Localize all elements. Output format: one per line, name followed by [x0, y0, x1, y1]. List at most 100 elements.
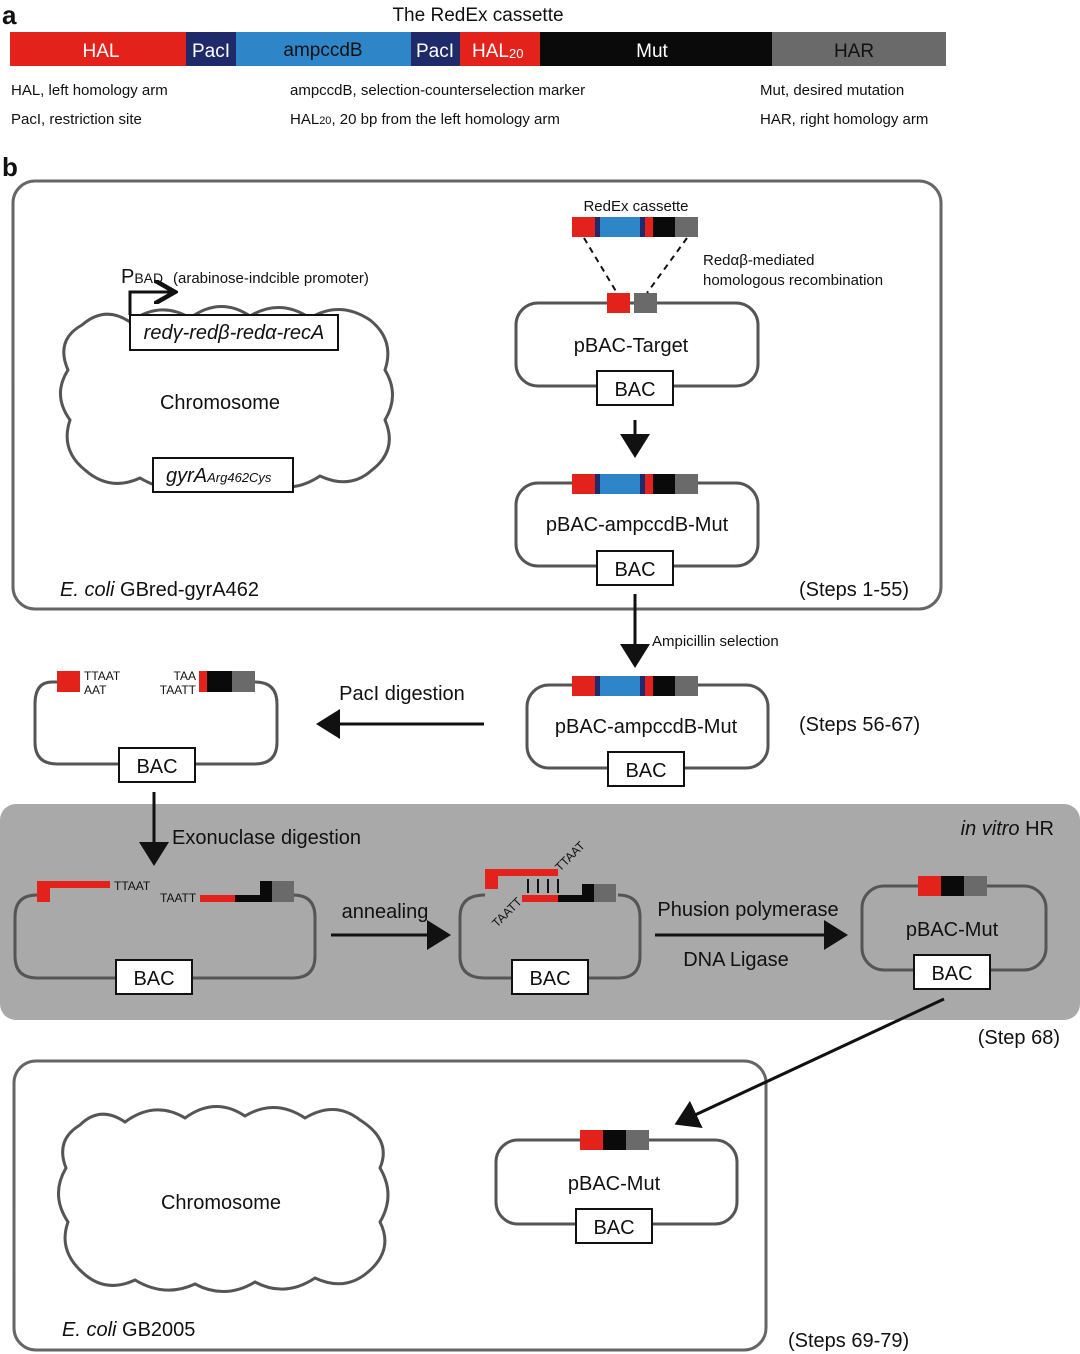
gyra-label: gyrAArg462Cys — [166, 465, 272, 487]
bac-label-2: BAC — [614, 559, 655, 581]
promoter-description: (arabinose-indcible promoter) — [173, 270, 369, 287]
recombinase-genes: redγ-redβ-redα-recA — [144, 322, 325, 344]
legend-mut: Mut, desired mutation — [760, 82, 904, 99]
pbac-ampccdb-mut-label-2: pBAC-ampccdB-Mut — [555, 716, 738, 738]
segment-paci2-label: PacI — [416, 41, 454, 62]
bac-box-1 — [596, 370, 674, 406]
steps-1-55: (Steps 1-55) — [799, 579, 909, 601]
bac-label-5: BAC — [133, 968, 174, 990]
panel-a-letter: a — [2, 0, 17, 30]
recomb-label-2: homologous recombination — [703, 272, 883, 289]
cassette-title: The RedEx cassette — [392, 5, 563, 26]
legend-ampccdb: ampccdB, selection-counterselection mark… — [290, 82, 585, 99]
ampicillin-label: Ampicillin selection — [652, 633, 779, 650]
cassette-legend: HAL, left homology arm PacI, restriction… — [11, 82, 928, 128]
segment-paci-2 — [411, 32, 460, 66]
seq-right-top: TAA — [174, 669, 196, 683]
bac-label-6: BAC — [529, 968, 570, 990]
segment-paci-1 — [186, 32, 236, 66]
recomb-dash-right — [646, 237, 688, 294]
bac-label-3: BAC — [625, 760, 666, 782]
in-vitro-panel — [0, 804, 1080, 1020]
seq-right-bottom: TAATT — [160, 683, 197, 697]
segment-paci1-label: PacI — [192, 41, 230, 62]
segment-hal-label: HAL — [83, 41, 120, 62]
bac-box-4 — [118, 747, 196, 783]
segment-mut — [540, 32, 772, 66]
target-hal-block — [607, 293, 630, 313]
bac-label-8: BAC — [593, 1217, 634, 1239]
gyra-box — [152, 457, 294, 493]
segment-hal — [10, 32, 186, 66]
legend-har: HAR, right homology arm — [760, 111, 928, 128]
legend-hal: HAL, left homology arm — [11, 82, 168, 99]
bac-box-6 — [511, 959, 589, 995]
bac-label-4: BAC — [136, 756, 177, 778]
segment-ampccdb-label: ampccdB — [283, 40, 362, 61]
mut-blocks-2 — [580, 1130, 649, 1150]
pbac-mut-label-1: pBAC-Mut — [906, 919, 999, 941]
arrow-to-strain2 — [674, 997, 945, 1128]
paci-digestion-label: PacI digestion — [339, 683, 465, 705]
digested-hal-block — [57, 671, 80, 692]
chromosome-label-2: Chromosome — [161, 1192, 281, 1214]
chromosome-outline-1 — [59, 305, 394, 492]
panel-b-letter: b — [2, 152, 18, 182]
strain2-frame — [12, 1059, 768, 1352]
seq-left-top: TTAAT — [84, 669, 121, 683]
segment-hal20 — [460, 32, 540, 66]
exo-right-strand — [200, 881, 294, 902]
chromosome-label-1: Chromosome — [160, 392, 280, 414]
segment-ampccdb — [236, 32, 411, 66]
annealing-label: annealing — [342, 901, 429, 923]
bac-box-5 — [115, 959, 193, 995]
steps-56-67: (Steps 56-67) — [799, 714, 920, 736]
strain2-label: E. coli GB2005 — [62, 1319, 195, 1341]
recombinase-genes-box — [129, 314, 339, 351]
segment-har-label: HAR — [834, 41, 874, 62]
step-68: (Step 68) — [978, 1027, 1060, 1049]
bac-box-2 — [596, 550, 674, 586]
exonuclase-label: Exonuclase digestion — [172, 827, 361, 849]
mut-blocks-1 — [918, 876, 987, 896]
promoter-label: PBAD — [121, 266, 163, 288]
recomb-dash-left — [583, 237, 618, 294]
strain1-label: E. coli GBred-gyrA462 — [60, 579, 259, 601]
segment-mut-label: Mut — [636, 41, 668, 62]
strain1-frame — [11, 179, 943, 611]
pbac-mut-label-2: pBAC-Mut — [568, 1173, 661, 1195]
bac-label-7: BAC — [931, 963, 972, 985]
exo-seq-2: TAATT — [160, 891, 197, 905]
segment-hal20-label: HAL20 — [472, 41, 523, 62]
annealed-left-strand — [485, 869, 558, 889]
seq-left-bottom: AAT — [84, 683, 107, 697]
exo-left-strand — [37, 881, 110, 902]
small-cassette-top — [572, 217, 698, 237]
annealed-right-strand — [522, 884, 616, 902]
cassette-on-plasmid-1 — [572, 474, 698, 494]
bac-label-1: BAC — [614, 379, 655, 401]
cassette-bar: HAL PacI ampccdB PacI HAL20 Mut HAR — [10, 32, 946, 66]
redex-cassette-label: RedEx cassette — [583, 198, 688, 215]
cassette-on-plasmid-2 — [572, 676, 698, 696]
digested-right-blocks — [199, 671, 255, 692]
ligase-label: DNA Ligase — [683, 949, 789, 971]
pbac-ampccdb-mut-label-1: pBAC-ampccdB-Mut — [546, 514, 729, 536]
segment-har — [772, 32, 946, 66]
annealing-ticks — [527, 879, 559, 893]
bac-box-3 — [607, 751, 685, 787]
promoter-arrow — [128, 292, 172, 315]
recomb-label-1: Redαβ-mediated — [703, 252, 815, 269]
bac-box-7 — [913, 954, 991, 990]
bac-box-8 — [575, 1208, 653, 1244]
exo-seq-1: TTAAT — [114, 879, 151, 893]
target-har-block — [634, 293, 657, 313]
legend-hal20: HAL20, 20 bp from the left homology arm — [290, 111, 560, 128]
chromosome-outline-2 — [57, 1105, 390, 1294]
steps-69-79: (Steps 69-79) — [788, 1330, 909, 1352]
digested-plasmid — [33, 680, 279, 766]
phusion-label: Phusion polymerase — [657, 899, 838, 921]
legend-paci: PacI, restriction site — [11, 111, 142, 128]
pbac-target-label: pBAC-Target — [574, 335, 689, 357]
